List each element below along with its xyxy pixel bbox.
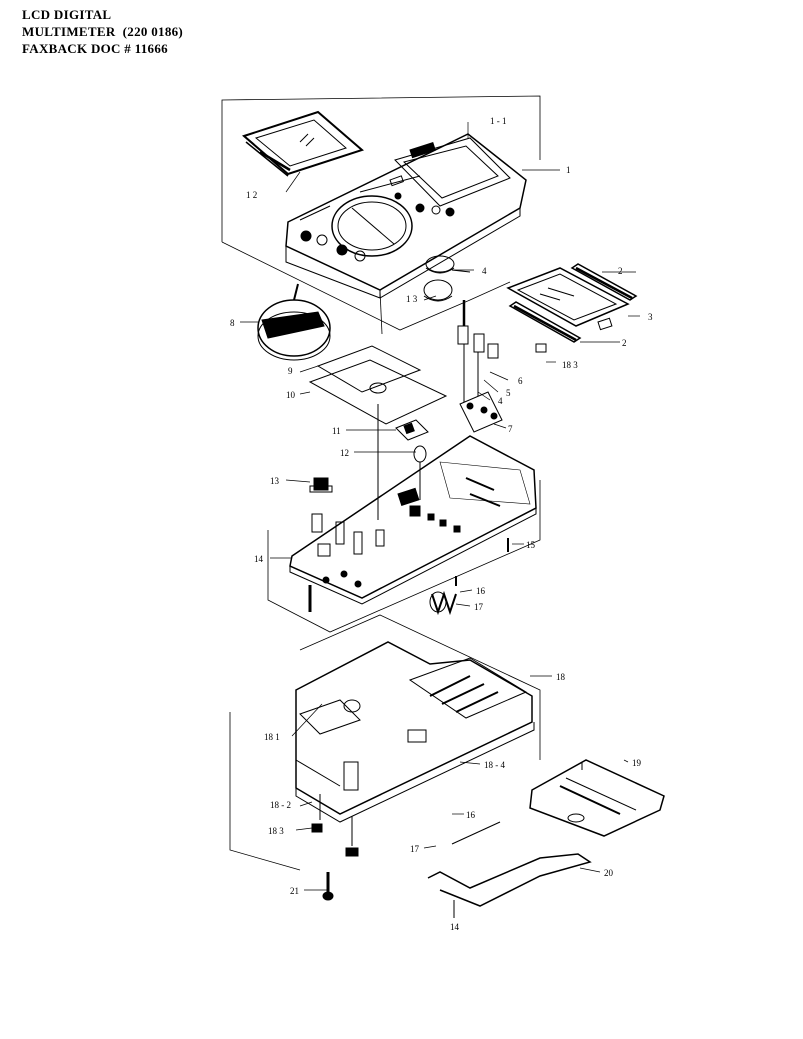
- document-title: LCD DIGITAL MULTIMETER (220 0186) FAXBAC…: [22, 6, 183, 57]
- callout-1-3: 1 3: [406, 294, 418, 304]
- callout-14-lower: 14: [450, 922, 460, 932]
- low-group-frame-right: [299, 614, 541, 760]
- callout-18-3-upper: 18 3: [562, 360, 578, 370]
- callout-18-1: 18 1: [264, 732, 280, 742]
- part-case-screw: [322, 872, 334, 901]
- callout-15: 15: [526, 540, 536, 550]
- callout-6: 6: [518, 376, 523, 386]
- callout-21: 21: [290, 886, 299, 896]
- title-line-3: FAXBACK DOC # 11666: [22, 41, 168, 56]
- callout-14: 14: [254, 554, 264, 564]
- callout-18: 18: [556, 672, 566, 682]
- top-group-frame-lower: [221, 241, 511, 331]
- part-rear-case: [295, 641, 535, 857]
- callout-18-3-lower: 18 3: [268, 826, 284, 836]
- part-input-jacks: [457, 300, 503, 433]
- callout-labels: 1 1 - 1 1 2 1 3 4 2 3 2 18 3 6 5 4 7 8 9…: [230, 116, 653, 932]
- part-rotary-knob: [257, 283, 331, 361]
- callout-1: 1: [566, 165, 571, 175]
- part-slide-switch: [309, 477, 333, 493]
- part-tilt-stand: [427, 821, 592, 918]
- mid-group-frame: [267, 480, 541, 633]
- callout-18-4: 18 - 4: [484, 760, 505, 770]
- callout-7: 7: [508, 424, 513, 434]
- part-fuse-12: [413, 445, 427, 500]
- callout-19: 19: [632, 758, 642, 768]
- part-detent-springs: [423, 255, 471, 302]
- callout-4-top: 4: [482, 266, 487, 276]
- callout-18-2: 18 - 2: [270, 800, 291, 810]
- part-zebra-strip-top: [570, 263, 638, 301]
- callout-10: 10: [286, 390, 296, 400]
- callout-3: 3: [648, 312, 653, 322]
- callout-17-lower: 17: [410, 844, 420, 854]
- callout-16-upper: 16: [476, 586, 486, 596]
- part-battery-cover: [529, 759, 665, 837]
- callout-9: 9: [288, 366, 293, 376]
- callout-20: 20: [604, 868, 614, 878]
- callout-13: 13: [270, 476, 280, 486]
- callout-11: 11: [332, 426, 341, 436]
- leader-lines: [240, 122, 640, 891]
- part-lcd-lens-window: [242, 110, 364, 177]
- part-battery-springs: [429, 576, 457, 616]
- callout-4: 4: [498, 396, 503, 406]
- low-group-frame: [229, 712, 301, 871]
- part-lcd-display: [506, 267, 630, 331]
- part-rotor-contact-plate: [308, 345, 448, 425]
- part-main-pcb: [289, 404, 537, 612]
- group-frames: [221, 95, 541, 871]
- part-zebra-strip-bottom: [508, 301, 582, 353]
- callout-16-lower: 16: [466, 810, 476, 820]
- callout-12: 12: [340, 448, 349, 458]
- callout-2-top: 2: [618, 266, 623, 276]
- top-group-frame: [221, 95, 541, 242]
- part-switch-block: [395, 419, 429, 441]
- callout-17-upper: 17: [474, 602, 484, 612]
- callout-5: 5: [506, 388, 511, 398]
- callout-1-2: 1 2: [246, 190, 257, 200]
- callout-8: 8: [230, 318, 235, 328]
- callout-2-bottom: 2: [622, 338, 627, 348]
- title-line-1: LCD DIGITAL: [22, 7, 112, 22]
- title-line-2: MULTIMETER (220 0186): [22, 24, 184, 39]
- callout-1-1: 1 - 1: [490, 116, 507, 126]
